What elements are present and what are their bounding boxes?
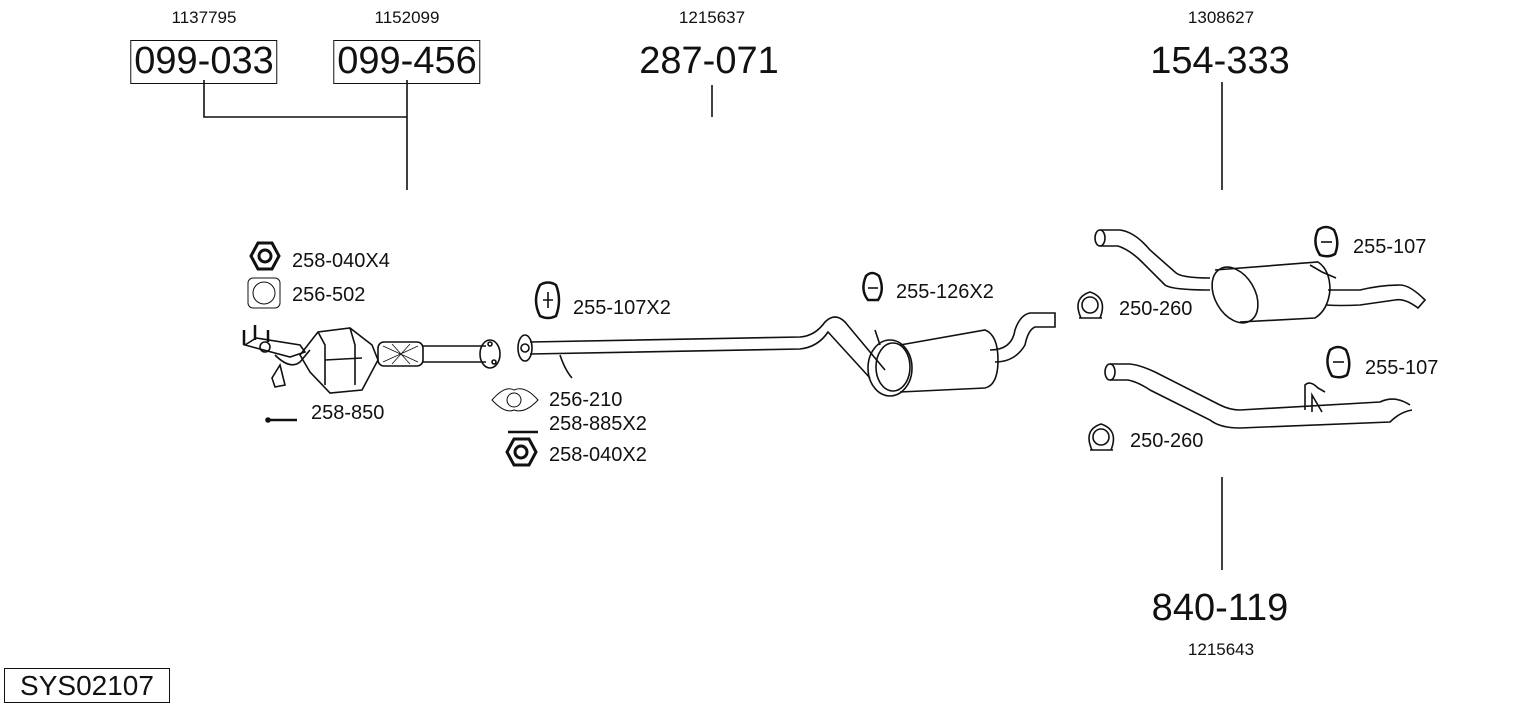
accessory-label[interactable]: 256-502 xyxy=(292,284,366,306)
system-id: SYS02107 xyxy=(4,668,170,703)
accessory-label[interactable]: 250-260 xyxy=(1119,298,1193,320)
rubber-hanger-icon xyxy=(1326,345,1351,379)
oe-reference: 1215643 xyxy=(1187,640,1255,659)
bolt-icon xyxy=(265,417,297,423)
gasket-icon xyxy=(247,277,281,309)
oe-reference: 1308627 xyxy=(1187,8,1255,27)
rubber-hanger-icon xyxy=(1314,225,1339,258)
accessory-label[interactable]: 250-260 xyxy=(1130,430,1204,452)
rubber-hanger-icon xyxy=(862,271,883,302)
rubber-hanger-icon xyxy=(534,281,561,320)
nut-icon xyxy=(505,437,538,467)
part-number[interactable]: 287-071 xyxy=(639,40,779,82)
center-muffler-pipe xyxy=(517,312,1056,397)
accessory-label[interactable]: 255-107 xyxy=(1365,357,1439,379)
tail-pipe xyxy=(1104,363,1413,429)
accessory-label[interactable]: 256-210 xyxy=(549,389,623,411)
accessory-label[interactable]: 255-107X2 xyxy=(573,297,671,319)
accessory-label[interactable]: 258-040X4 xyxy=(292,250,390,272)
oe-reference: 1137795 xyxy=(171,8,237,27)
nut-icon xyxy=(249,241,281,271)
accessory-label[interactable]: 258-040X2 xyxy=(549,444,647,466)
part-number[interactable]: 840-119 xyxy=(1151,587,1289,629)
accessory-label[interactable]: 258-850 xyxy=(311,402,385,424)
oe-reference: 1215637 xyxy=(678,8,746,27)
clamp-icon xyxy=(1077,291,1104,319)
accessory-label[interactable]: 258-885X2 xyxy=(549,413,647,435)
clamp-icon xyxy=(1088,423,1115,451)
gasket-icon xyxy=(491,388,539,412)
oe-reference: 1152099 xyxy=(374,8,440,27)
accessory-label[interactable]: 255-126X2 xyxy=(896,281,994,303)
catalytic-converter xyxy=(242,325,501,394)
part-number[interactable]: 099-033 xyxy=(130,40,278,84)
rear-muffler xyxy=(1094,229,1427,324)
leader-lines xyxy=(203,80,1223,570)
part-number[interactable]: 154-333 xyxy=(1150,40,1290,82)
part-number[interactable]: 099-456 xyxy=(333,40,481,84)
accessory-label[interactable]: 255-107 xyxy=(1353,236,1427,258)
